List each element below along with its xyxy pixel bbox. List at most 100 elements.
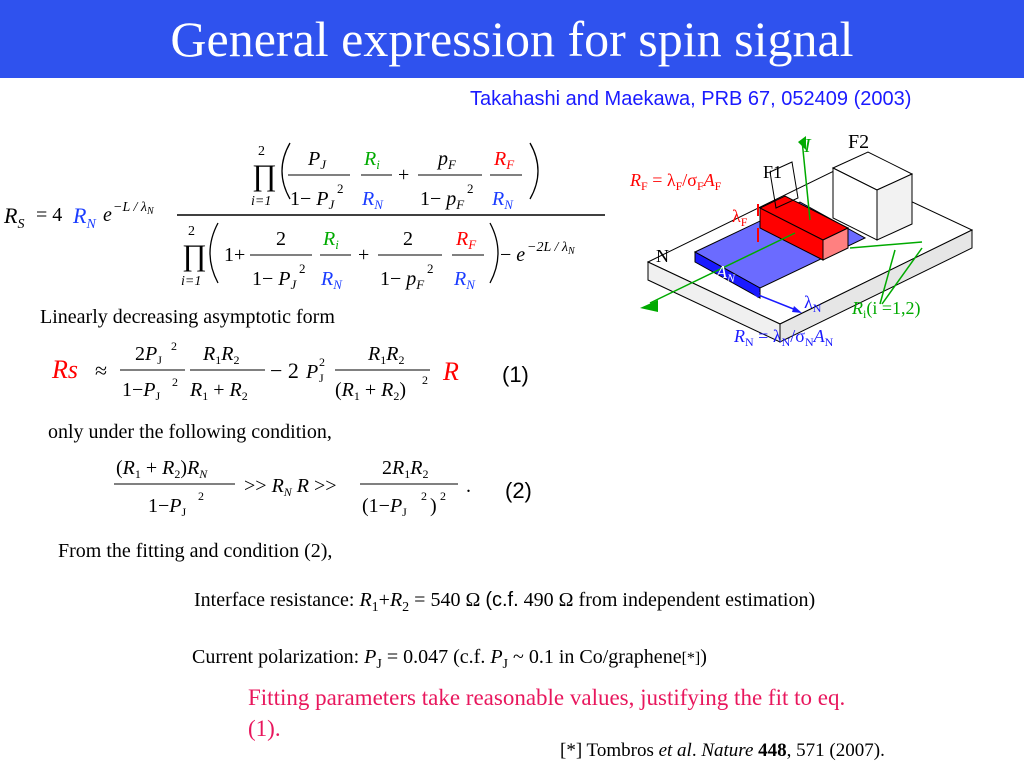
- svg-text:PJ: PJ: [307, 148, 327, 172]
- current-lead-line: [801, 139, 811, 221]
- svg-text:1−PJ: 1−PJ: [122, 379, 161, 403]
- svg-text:R1R2: R1R2: [367, 343, 404, 367]
- svg-text:∏: ∏: [182, 239, 207, 272]
- slide-title: General expression for spin signal: [170, 11, 854, 67]
- svg-text:RN: RN: [320, 268, 343, 292]
- label-lambda-n: λN: [804, 292, 822, 315]
- svg-text:+: +: [398, 164, 409, 186]
- svg-text:− 2: − 2: [270, 358, 299, 383]
- label-f2: F2: [848, 131, 869, 153]
- condition-label: only under the following condition,: [48, 421, 332, 443]
- svg-text:pF: pF: [436, 148, 457, 172]
- svg-text:2: 2: [319, 355, 325, 369]
- svg-text:): ): [430, 495, 437, 517]
- svg-text:2: 2: [171, 339, 177, 353]
- svg-text:e: e: [103, 204, 112, 226]
- svg-text:2: 2: [337, 181, 344, 196]
- svg-text:−L / λN: −L / λN: [113, 200, 155, 217]
- label-n: N: [656, 246, 669, 266]
- label-rf-formula: RF = λF/σFAF: [629, 170, 722, 193]
- ri-pointer-1: [879, 249, 896, 305]
- svg-text:RN: RN: [453, 268, 476, 292]
- svg-text:2: 2: [258, 144, 265, 159]
- svg-text:2: 2: [422, 373, 428, 387]
- svg-text:(1−PJ: (1−PJ: [362, 495, 407, 519]
- fitting-label: From the fitting and condition (2),: [58, 540, 333, 562]
- svg-text:2: 2: [172, 375, 178, 389]
- general-equation: RS = 4 RN e −L / λN 2 ∏ i=1 PJ 1− PJ 2 R…: [3, 142, 605, 292]
- label-an: AN: [715, 262, 736, 285]
- equation-2-number: (2): [505, 478, 532, 503]
- conclusion-text: Fitting parameters take reasonable value…: [248, 685, 846, 741]
- svg-text:R: R: [442, 357, 459, 386]
- n-channel-front: [694, 251, 761, 299]
- svg-text:2: 2: [467, 181, 474, 196]
- svg-text:RF: RF: [493, 148, 515, 172]
- equation-1-number: (1): [502, 362, 529, 387]
- svg-text:J: J: [319, 371, 324, 385]
- equation-1: Rs ≈ 2PJ 2 1−PJ 2 R1R2 R1 + R2 − 2 P J 2…: [51, 339, 459, 403]
- svg-text:>> RN R >>: >> RN R >>: [244, 475, 337, 499]
- ri-line: [849, 241, 923, 249]
- label-current: I: [803, 135, 812, 157]
- label-rn-formula: RN = λN/σNAN: [733, 326, 834, 349]
- svg-text:2: 2: [198, 489, 204, 503]
- current-arrow-icon: [798, 136, 806, 150]
- svg-text:− e: − e: [500, 244, 525, 266]
- svg-text:2: 2: [403, 228, 413, 250]
- svg-text:1− PJ: 1− PJ: [252, 268, 298, 292]
- device-diagram: I F2 F1 RF = λF/σFAF λF N AN λN Ri(i =1,…: [629, 131, 974, 349]
- f2-block-side: [876, 173, 913, 241]
- label-f1: F1: [763, 162, 782, 182]
- substrate-side: [779, 229, 973, 343]
- svg-text:1−PJ: 1−PJ: [148, 495, 187, 519]
- svg-text:2: 2: [299, 261, 306, 276]
- svg-text:1− pF: 1− pF: [380, 268, 425, 292]
- ground-arrow-icon: [640, 300, 658, 312]
- svg-text:RS: RS: [3, 203, 24, 232]
- svg-text:P: P: [305, 361, 318, 383]
- svg-text:2R1R2: 2R1R2: [382, 457, 428, 481]
- lambda-n-arrowhead-right-icon: [792, 306, 802, 313]
- svg-text:i=1: i=1: [251, 194, 271, 209]
- svg-text:1− PJ: 1− PJ: [290, 188, 336, 212]
- current-line: [649, 232, 796, 304]
- svg-text:RN: RN: [491, 188, 514, 212]
- interface-resistance: Interface resistance: R1+R2 = 540 Ω (c.f…: [194, 589, 816, 615]
- svg-text:2: 2: [427, 261, 434, 276]
- svg-text:1− pF: 1− pF: [420, 188, 465, 212]
- svg-text:2: 2: [188, 224, 195, 239]
- svg-text:.: .: [466, 475, 471, 497]
- svg-text:R1R2: R1R2: [202, 343, 239, 367]
- svg-text:Rs: Rs: [51, 355, 78, 384]
- citation: Takahashi and Maekawa, PRB 67, 052409 (2…: [470, 88, 912, 110]
- label-lambda-f: λF: [732, 206, 748, 229]
- svg-text:(R1 + R2): (R1 + R2): [335, 379, 406, 403]
- svg-text:RF: RF: [455, 228, 477, 252]
- svg-text:∏: ∏: [252, 159, 277, 192]
- f1-frame: [769, 161, 799, 209]
- svg-text:2: 2: [440, 489, 446, 503]
- svg-text:1+: 1+: [224, 244, 245, 266]
- svg-text:i=1: i=1: [181, 274, 201, 289]
- lambda-n-arrowhead-left-icon: [750, 291, 760, 298]
- equation-2: (R1 + R2)RN 1−PJ 2 >> RN R >> 2R1R2 (1−P…: [114, 457, 471, 519]
- svg-text:R1 + R2: R1 + R2: [189, 379, 248, 403]
- svg-text:(R1 + R2)RN: (R1 + R2)RN: [116, 457, 208, 481]
- svg-text:+: +: [358, 244, 369, 266]
- title-bar: [0, 0, 1024, 78]
- label-ri: Ri(i =1,2): [851, 298, 920, 321]
- svg-text:2PJ: 2PJ: [135, 343, 162, 367]
- svg-text:−2L / λN: −2L / λN: [527, 240, 576, 257]
- ri-pointer-2: [881, 247, 923, 305]
- svg-text:Ri: Ri: [322, 228, 339, 252]
- linear-form-label: Linearly decreasing asymptotic form: [40, 306, 335, 328]
- svg-text:= 4: = 4: [36, 204, 62, 226]
- svg-text:RN: RN: [361, 188, 384, 212]
- current-polarization: Current polarization: PJ = 0.047 (c.f. P…: [192, 646, 707, 672]
- svg-text:RN: RN: [72, 203, 96, 232]
- svg-text:≈: ≈: [95, 358, 107, 383]
- lambda-n-arrow-icon: [755, 293, 797, 311]
- svg-text:2: 2: [421, 489, 427, 503]
- reference: [*] Tombros et al. Nature 448, 571 (2007…: [560, 740, 885, 761]
